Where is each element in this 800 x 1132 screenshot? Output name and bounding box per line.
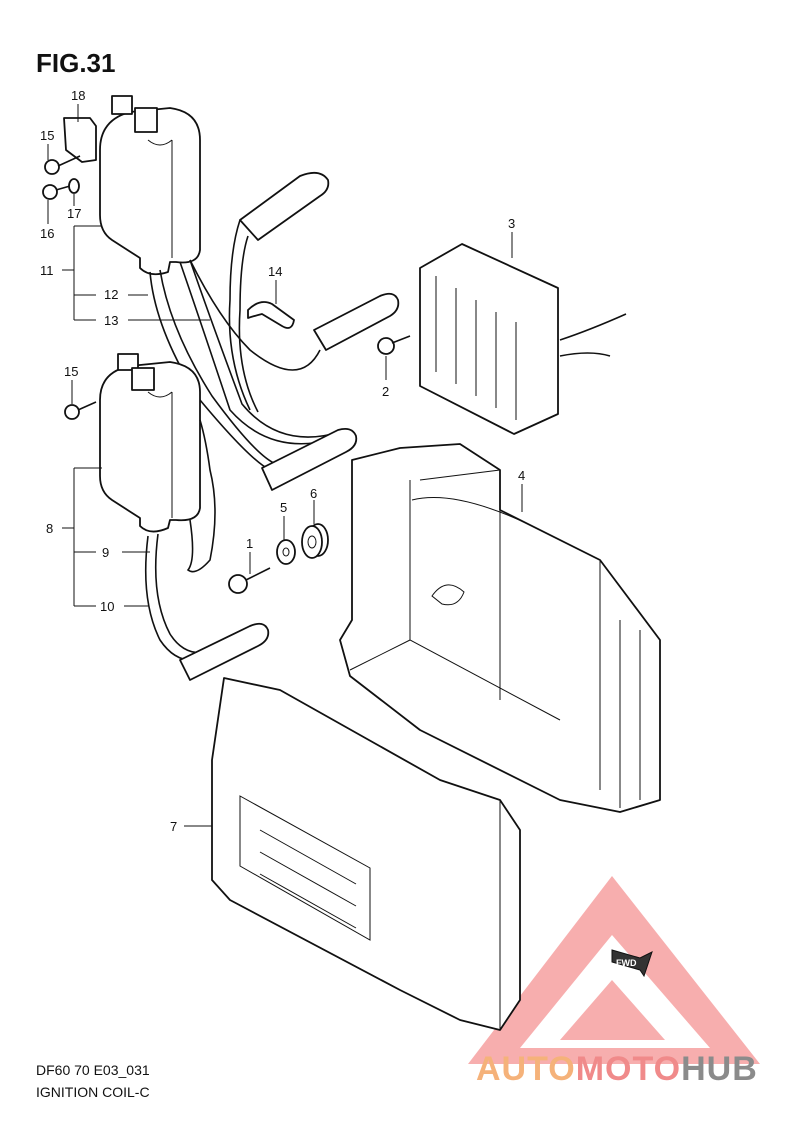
callout-7: 7: [170, 819, 177, 834]
callout-2: 2: [382, 384, 389, 399]
callout-4: 4: [518, 468, 525, 483]
screw-15-upper: [44, 155, 81, 175]
watermark-part2: MOTO: [575, 1050, 682, 1088]
callout-15-lower: 15: [64, 364, 78, 379]
footer-figure-name: IGNITION COIL-C: [36, 1084, 150, 1100]
callout-8: 8: [46, 521, 53, 536]
ignition-coil-upper: [63, 95, 400, 491]
watermark-logo: AUTOMOTOHUB: [476, 1050, 758, 1089]
screw-2: [377, 335, 411, 355]
callout-6: 6: [310, 486, 317, 501]
watermark-part1: AUTO: [476, 1050, 576, 1088]
fwd-arrow: FWD: [611, 949, 653, 978]
fwd-label: FWD: [616, 958, 637, 968]
callout-15-upper: 15: [40, 128, 54, 143]
callout-9: 9: [102, 545, 109, 560]
footer-model-code: DF60 70 E03_031: [36, 1062, 150, 1078]
screw-15-lower: [64, 401, 97, 420]
ignition-coil-lower: [99, 353, 270, 681]
screw-16: [42, 184, 71, 200]
figure-title: FIG.31: [36, 48, 116, 78]
callouts: 18 15 16 17 11 12 13 14 3 2 15 8 9 10 1 …: [40, 88, 525, 834]
bolt-1: [228, 567, 271, 594]
leader-lines: [47, 104, 523, 827]
callout-17: 17: [67, 206, 81, 221]
washer-5: [276, 539, 296, 565]
callout-10: 10: [100, 599, 114, 614]
callout-12: 12: [104, 287, 118, 302]
ignition-module-3: [419, 243, 627, 435]
callout-18: 18: [71, 88, 85, 103]
grommet-6: [301, 523, 329, 559]
callout-11: 11: [40, 263, 54, 278]
callout-13: 13: [104, 313, 118, 328]
washer-17: [68, 178, 80, 194]
cover-7: [211, 677, 521, 1031]
callout-16: 16: [40, 226, 54, 241]
case-4: [339, 443, 661, 813]
callout-5: 5: [280, 500, 287, 515]
watermark-part3: HUB: [681, 1050, 758, 1088]
callout-3: 3: [508, 216, 515, 231]
clip-14: [247, 301, 295, 329]
watermark-triangle: [468, 876, 760, 1064]
callout-1: 1: [246, 536, 253, 551]
callout-14: 14: [268, 264, 282, 279]
